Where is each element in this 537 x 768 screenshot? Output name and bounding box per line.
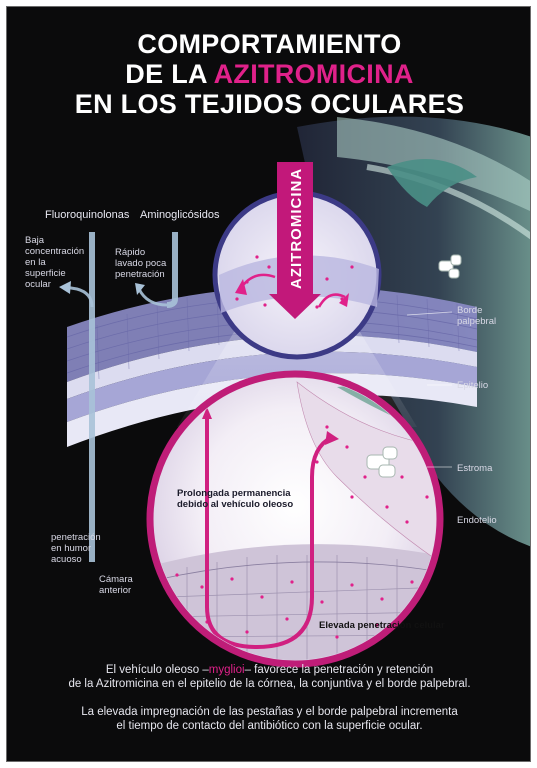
- label-baja-concentracion: Baja concentración en la superficie ocul…: [25, 235, 85, 290]
- label-estroma: Estroma: [457, 463, 493, 474]
- label-epitelio: Epitelio: [457, 380, 489, 391]
- vertical-azitromicina-label: AZITROMICINA: [288, 168, 305, 289]
- label-camara-anterior: Cámara anterior: [99, 574, 133, 596]
- drug-flow-pipes: [89, 232, 178, 562]
- vertical-label-text: AZITROMICINA: [288, 168, 305, 289]
- page-title: COMPORTAMIENTO DE LA AZITROMICINA EN LOS…: [7, 29, 530, 119]
- ocular-tissue-illustration: [59, 116, 530, 668]
- footer-paragraph-2: La elevada impregnación de las pestañas …: [81, 706, 458, 732]
- label-borde-palpebral: Borde palpebral: [457, 305, 497, 327]
- label-fluoroquinolonas: Fluoroquinolonas: [45, 209, 130, 221]
- label-elevada-penetracion: Elevada penetración celular: [319, 620, 445, 631]
- label-penetracion-humor: penetración en humor acuoso: [51, 532, 101, 565]
- label-rapido-lavado: Rápido lavado poca penetración: [115, 247, 167, 280]
- poster: COMPORTAMIENTO DE LA AZITROMICINA EN LOS…: [6, 6, 531, 762]
- title-line-3: EN LOS TEJIDOS OCULARES: [74, 89, 465, 119]
- label-prolongada-permanencia: Prolongada permanencia debido al vehícul…: [177, 488, 294, 510]
- label-aminoglicosidos: Aminoglicósidos: [140, 209, 220, 221]
- label-endotelio: Endotelio: [457, 515, 497, 526]
- title-line-1: COMPORTAMIENTO: [137, 29, 402, 59]
- title-highlight: AZITROMICINA: [213, 59, 414, 89]
- title-line-2-pre: DE LA: [125, 59, 214, 89]
- footer-paragraph-1: El vehículo oleoso –myglioi– favorece la…: [68, 664, 471, 690]
- brand-name: myglioi: [208, 664, 245, 676]
- title-line-2: DE LA AZITROMICINA: [7, 59, 530, 89]
